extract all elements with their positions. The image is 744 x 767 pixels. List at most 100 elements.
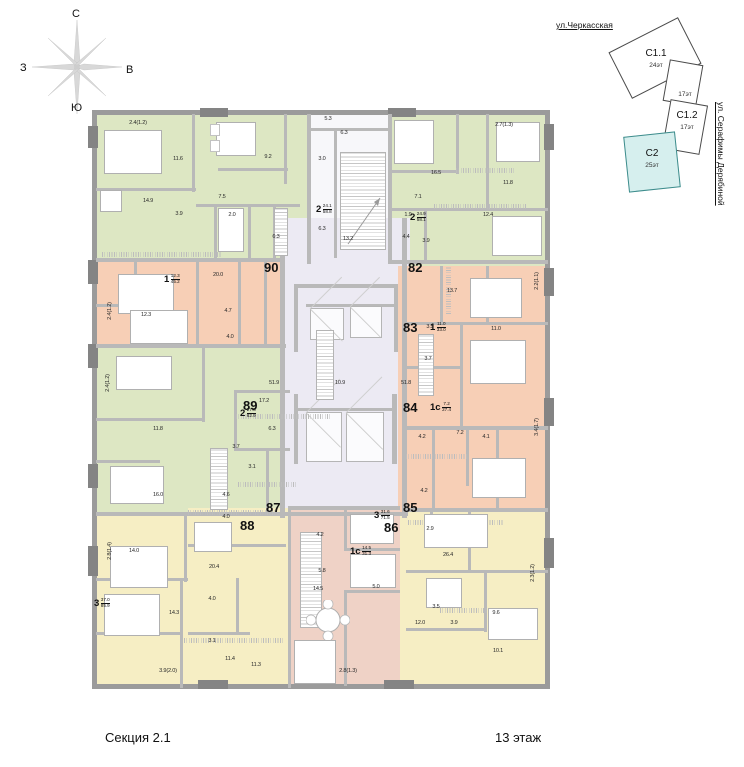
room-area: 9.2 [264,154,272,160]
wall-nib-r2 [544,268,554,296]
wall-90-g [96,258,282,262]
wall-nib-t2 [388,108,416,117]
living-area: 11.0 [436,321,446,327]
apartment-number-83[interactable]: 83 [403,320,418,335]
wall-outer-bottom [92,684,550,689]
total-area: 62.9 [246,413,256,419]
apartment-rooms-86: 1с [350,546,361,557]
furniture-bed-85 [488,608,538,640]
room-area: 12.3 [140,312,152,318]
room-area: 3.7 [424,356,432,362]
room-area: 10.9 [334,380,346,386]
room-area: 2.3(1.2) [530,564,536,582]
room-area: 2.4(1.2) [105,374,111,392]
room-area: 17.2 [258,398,270,404]
central-core-zone [280,218,410,518]
floor-label: 13 этаж [495,730,542,745]
wall-nib-r1 [544,124,554,150]
room-area: 51.8 [400,380,412,386]
wall-stair-left [307,114,311,264]
staircase-86 [300,532,322,628]
living-area: 24.9 [416,211,426,217]
apartment-badge-84: 1с 7.2 27.4 [430,401,452,413]
wall-outer-top [92,110,550,115]
living-area: 24.1 [322,203,332,209]
wall-90-h [284,114,287,184]
staircase-83 [418,334,434,396]
room-area: 11.4 [225,656,235,662]
apartment-number-86[interactable]: 86 [384,520,399,535]
apartment-rooms-83: 1 [430,322,436,333]
staircase-top [340,152,386,250]
apartment-rooms-88: 2 [240,408,246,419]
furniture-bed-88 [110,466,164,504]
wall-82-b [456,114,459,174]
apartment-number-85[interactable]: 85 [403,500,418,515]
apartment-area-84: 7.2 27.4 [442,401,452,413]
room-area: 7.1 [414,194,422,200]
wall-88-a [96,418,204,421]
wall-90-e [248,204,251,262]
room-area: 2.7(1.3) [495,122,513,128]
apartment-number-88[interactable]: 88 [240,518,255,533]
balcony-rail-87 [184,638,284,643]
furniture-bed-83 [470,278,522,318]
room-area: 14.0 [128,548,140,554]
wall-nib-l3 [88,464,98,488]
apartment-rooms-90: 2 [316,204,322,215]
room-area: 4.2 [418,434,426,440]
site-building-middle [662,59,704,107]
elevator-shaft-4 [346,412,384,462]
total-area: 58.1 [416,217,426,223]
room-area: 20.0 [212,272,224,278]
apartment-number-89[interactable]: 89 [243,398,258,413]
room-area: 20.4 [208,564,220,570]
wall-83-a [406,322,548,325]
apartment-rooms-89: 1 [164,274,170,285]
total-area: 58.8 [322,209,332,215]
core-box2-left [294,394,298,464]
furniture-kitchen-90 [100,190,122,212]
core-box2-right [392,394,397,464]
room-area: 3.9 [175,211,183,217]
wall-stair-top [311,128,389,131]
apartment-area-82: 24.9 58.1 [416,211,426,223]
apartment-area-87: 37.0 85.9 [100,597,110,609]
room-area: 12.0 [414,620,426,626]
apartment-number-90[interactable]: 90 [264,260,279,275]
wall-nib-l2 [88,344,98,368]
apartment-badge-88: 2 27.8 62.9 [240,407,256,419]
furniture-sofa-86 [350,514,394,544]
site-building-s2-label: С2 25эт [628,148,676,170]
room-area: 4.7 [224,308,232,314]
apartment-number-87[interactable]: 87 [266,500,281,515]
room-area: 10.1 [492,648,504,654]
wall-87-b [184,516,187,582]
wall-82-e [392,260,548,264]
furniture-table-90 [216,122,256,156]
furniture-bed-84 [472,458,526,498]
wall-88-d [234,390,237,448]
room-area: 13.7 [446,288,458,294]
wall-89-b [196,262,199,346]
room-area: 11.8 [503,180,513,186]
room-area: 3.9(2.0) [159,668,177,674]
compass-label-east: В [126,64,134,76]
furniture-bath-90 [218,208,244,252]
furniture-bed-87b [104,594,160,636]
wall-83-b [440,266,443,324]
balcony-rail-83v [446,266,451,314]
room-area: 9.6 [492,610,500,616]
wall-87-e [180,578,183,688]
wall-88-b [202,348,205,422]
apartment-rooms-87: 3 [94,598,100,609]
balcony-rail-90 [102,252,222,257]
wall-86-b [344,510,347,550]
apartment-number-82[interactable]: 82 [408,260,423,275]
total-area: 71.5 [380,515,390,521]
wall-86-f [344,590,347,686]
wall-90-b [192,114,195,192]
room-area: 2.8(1.3) [339,668,357,674]
apartment-number-84[interactable]: 84 [403,400,418,415]
wall-88-e [96,460,160,463]
